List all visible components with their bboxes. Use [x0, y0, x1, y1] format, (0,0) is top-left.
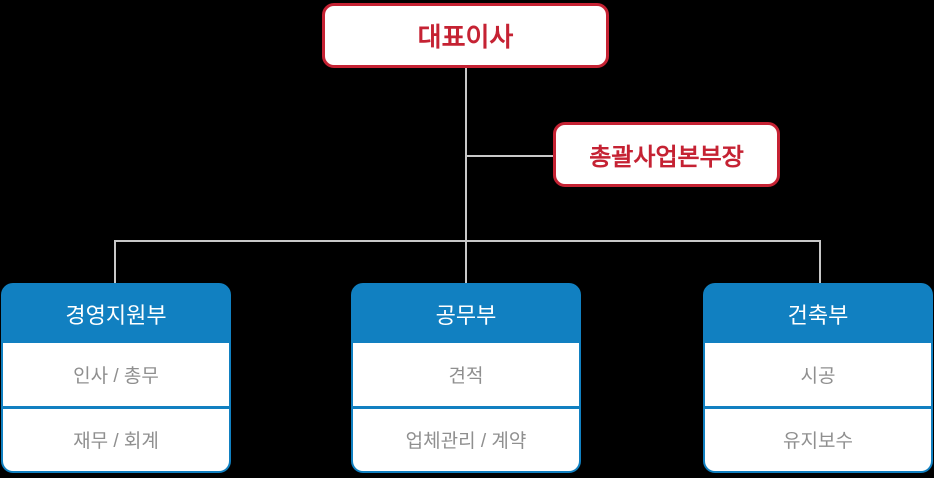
- dept-box-management-support: 경영지원부 인사 / 총무 재무 / 회계: [1, 283, 231, 473]
- org-node-ceo-label: 대표이사: [417, 22, 514, 52]
- dept-row: 재무 / 회계: [3, 405, 229, 471]
- dept-row: 유지보수: [705, 405, 931, 471]
- dept-row: 시공: [705, 343, 931, 406]
- org-node-ceo: 대표이사: [322, 3, 609, 68]
- dept-box-engineering: 공무부 견적 업체관리 / 계약: [351, 283, 581, 473]
- dept-header: 경영지원부: [3, 285, 229, 343]
- dept-name: 공무부: [435, 303, 497, 328]
- dept-name: 건축부: [787, 303, 849, 328]
- dept-box-architecture: 건축부 시공 유지보수: [703, 283, 933, 473]
- dept-row: 인사 / 총무: [3, 343, 229, 406]
- connector-horizontal-bus: [114, 240, 821, 242]
- connector-drop-left: [114, 240, 116, 283]
- dept-row-label: 유지보수: [783, 431, 853, 453]
- connector-branch-division-head: [465, 155, 553, 157]
- dept-row-label: 시공: [800, 365, 836, 387]
- dept-header: 공무부: [353, 285, 579, 343]
- dept-row-label: 견적: [448, 365, 484, 387]
- dept-row-label: 재무 / 회계: [73, 431, 159, 453]
- org-node-division-head-label: 총괄사업본부장: [589, 144, 744, 171]
- connector-drop-right: [819, 240, 821, 283]
- dept-row: 견적: [353, 343, 579, 406]
- dept-name: 경영지원부: [65, 303, 167, 328]
- dept-header: 건축부: [705, 285, 931, 343]
- dept-row: 업체관리 / 계약: [353, 405, 579, 471]
- dept-row-label: 인사 / 총무: [73, 365, 159, 387]
- connector-vertical-center: [465, 68, 467, 283]
- org-node-division-head: 총괄사업본부장: [553, 122, 780, 187]
- dept-row-label: 업체관리 / 계약: [405, 431, 527, 453]
